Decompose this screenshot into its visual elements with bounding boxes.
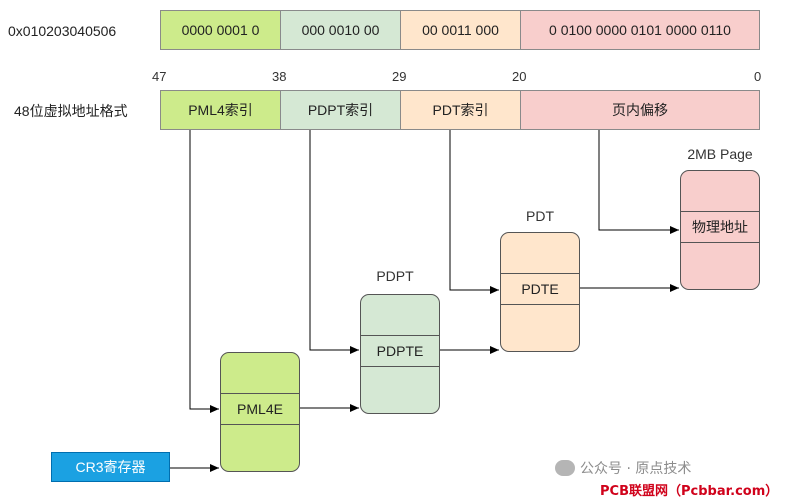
pml4e-entry: PML4E	[221, 393, 299, 425]
binary-field-pdt: 00 0011 000	[400, 10, 521, 50]
physical-address-entry: 物理地址	[681, 211, 759, 243]
watermark-site: PCB联盟网（Pcbbar.com）	[600, 484, 779, 499]
hex-value-label: 0x010203040506	[8, 23, 117, 39]
bit-position-47: 47	[152, 69, 167, 84]
offset-arrow	[598, 130, 679, 234]
bit-position-38: 38	[272, 69, 287, 84]
bit-position-20: 20	[512, 69, 527, 84]
page-title: 2MB Page	[687, 146, 753, 162]
pdpt-index-field: PDPT索引	[280, 90, 401, 130]
wechat-icon	[555, 460, 575, 476]
pdpte-entry: PDPTE	[361, 335, 439, 367]
address-format-label: 48位虚拟地址格式	[14, 103, 128, 119]
bit-position-29: 29	[392, 69, 407, 84]
page-offset-field: 页内偏移	[520, 90, 760, 130]
pml4-index-arrow	[189, 130, 219, 413]
pdt-table: PDTE	[500, 232, 580, 352]
pdpt-title: PDPT	[376, 268, 414, 284]
watermark-account: 公众号 · 原点技术	[555, 458, 691, 478]
pdt-index-arrow	[449, 130, 499, 294]
pdt-title: PDT	[526, 208, 554, 224]
cr3-register: CR3寄存器	[51, 452, 170, 482]
binary-field-offset: 0 0100 0000 0101 0000 0110	[520, 10, 760, 50]
pdpt-table: PDPTE	[360, 294, 440, 414]
pdpt-index-arrow	[309, 130, 359, 354]
bit-position-0: 0	[754, 69, 762, 84]
pml4-table: PML4E	[220, 352, 300, 472]
pdte-entry: PDTE	[501, 273, 579, 305]
page-table: 物理地址	[680, 170, 760, 290]
pdt-index-field: PDT索引	[400, 90, 521, 130]
